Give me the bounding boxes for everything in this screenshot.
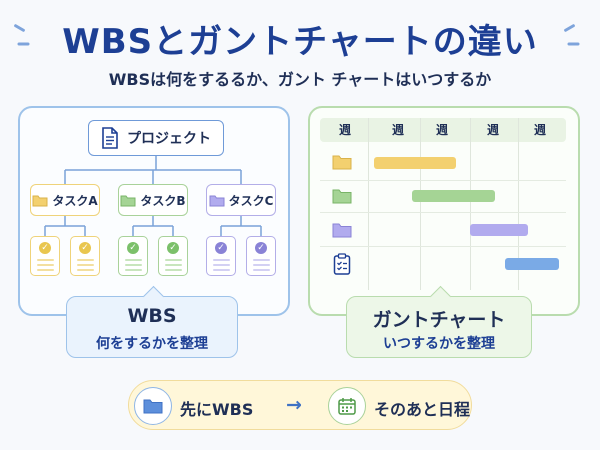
wbs-callout: WBS 何をするかを整理 [66,285,238,358]
folder-icon [120,195,136,206]
week-header: 週 [338,123,351,137]
calendar-icon [338,398,356,415]
folder-icon [332,155,352,170]
project-label: プロジェクト [127,131,211,147]
check-icon: ✓ [39,242,51,254]
folder-icon-circle [134,387,172,425]
gantt-callout: ガントチャート いつするかを整理 [346,285,532,358]
check-icon: ✓ [167,242,179,254]
gantt-callout-title: ガントチャート [372,309,506,331]
page-subtitle: WBSは何をするるか、ガント チャートはいつするか [108,70,492,89]
subtask-card: ✓ [206,236,236,276]
folder-icon [332,223,352,238]
subtask-card: ✓ [30,236,60,276]
task-b-node: タスクB [118,184,188,216]
folder-icon [143,399,163,414]
calendar-icon-circle [328,387,366,425]
arrow-icon: → [286,394,302,416]
flow-step-schedule: そのあと日程 [374,400,471,419]
gantt-bar-task-c [470,224,528,236]
gantt-bar-schedule [505,258,559,270]
wbs-callout-title: WBS [127,305,177,327]
flow-banner [128,380,472,430]
gantt-bar-task-b [412,190,495,202]
task-a-label: タスクA [52,193,98,208]
folder-icon [209,195,225,206]
document-icon [102,127,118,149]
subtask-card: ✓ [118,236,148,276]
check-icon: ✓ [215,242,227,254]
week-header: 週 [486,123,499,137]
gantt-callout-subtitle: いつするかを整理 [383,336,495,352]
week-header: 週 [533,123,546,137]
check-icon: ✓ [255,242,267,254]
clipboard-icon [333,253,351,275]
task-c-node: タスクC [206,184,276,216]
project-node: プロジェクト [88,120,224,156]
task-c-label: タスクC [228,193,274,208]
task-a-node: タスクA [30,184,100,216]
page-title: WBSとガントチャートの違い [62,22,538,62]
folder-icon [332,189,352,204]
week-header: 週 [391,123,404,137]
gantt-header-row [320,118,566,142]
gantt-bar-task-a [374,157,456,169]
folder-icon [32,195,48,206]
subtask-card: ✓ [246,236,276,276]
task-b-label: タスクB [140,193,186,208]
wbs-callout-subtitle: 何をするかを整理 [96,336,208,352]
flow-step-wbs: 先にWBS [180,400,254,419]
week-header: 週 [435,123,448,137]
subtask-card: ✓ [158,236,188,276]
subtask-card: ✓ [70,236,100,276]
check-icon: ✓ [79,242,91,254]
check-icon: ✓ [127,242,139,254]
